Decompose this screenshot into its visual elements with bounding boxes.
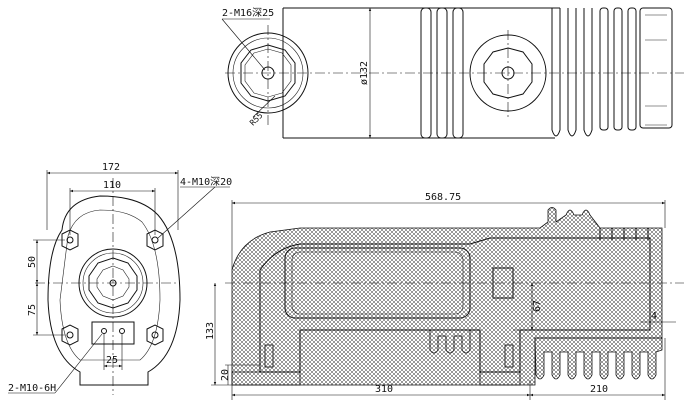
right-length: 210 bbox=[590, 384, 608, 395]
terminal-block bbox=[91, 321, 135, 345]
large-fins bbox=[551, 7, 637, 137]
left-length: 310 bbox=[375, 384, 393, 395]
terminal-callout: 2-M10-6H bbox=[8, 383, 56, 394]
overall-length: 568.75 bbox=[425, 192, 461, 203]
terminal-offset: 67 bbox=[532, 300, 543, 312]
height: 133 bbox=[205, 322, 216, 340]
radius-label: R55 bbox=[248, 111, 265, 128]
insert-left bbox=[264, 344, 274, 368]
diameter-label: ø132 bbox=[359, 61, 370, 85]
front-view: 172 110 50 75 25 4-M10深20 2-M10-6H bbox=[8, 162, 232, 395]
width-overall: 172 bbox=[102, 162, 120, 173]
thread-callout: 2-M16深25 bbox=[222, 7, 274, 19]
bolt-holes bbox=[61, 229, 164, 346]
terminal-spacing: 25 bbox=[106, 355, 118, 366]
small-fins bbox=[420, 7, 464, 139]
top-view: ø132 2-M16深25 R55 bbox=[221, 7, 684, 139]
lower-fins bbox=[429, 329, 663, 380]
insert-right bbox=[504, 344, 514, 368]
side-section-view: 568.75 133 20 310 210 67 4 bbox=[205, 192, 684, 400]
gap: 4 bbox=[651, 311, 657, 322]
front-outline bbox=[47, 195, 181, 386]
lower-offset: 75 bbox=[27, 304, 38, 316]
end-cap bbox=[639, 7, 673, 129]
base-height: 20 bbox=[220, 369, 231, 381]
hole-spacing: 110 bbox=[103, 180, 121, 191]
upper-ribs bbox=[599, 228, 649, 240]
upper-offset: 50 bbox=[27, 256, 38, 268]
housing-section bbox=[231, 207, 663, 386]
bolt-callout: 4-M10深20 bbox=[180, 176, 232, 188]
